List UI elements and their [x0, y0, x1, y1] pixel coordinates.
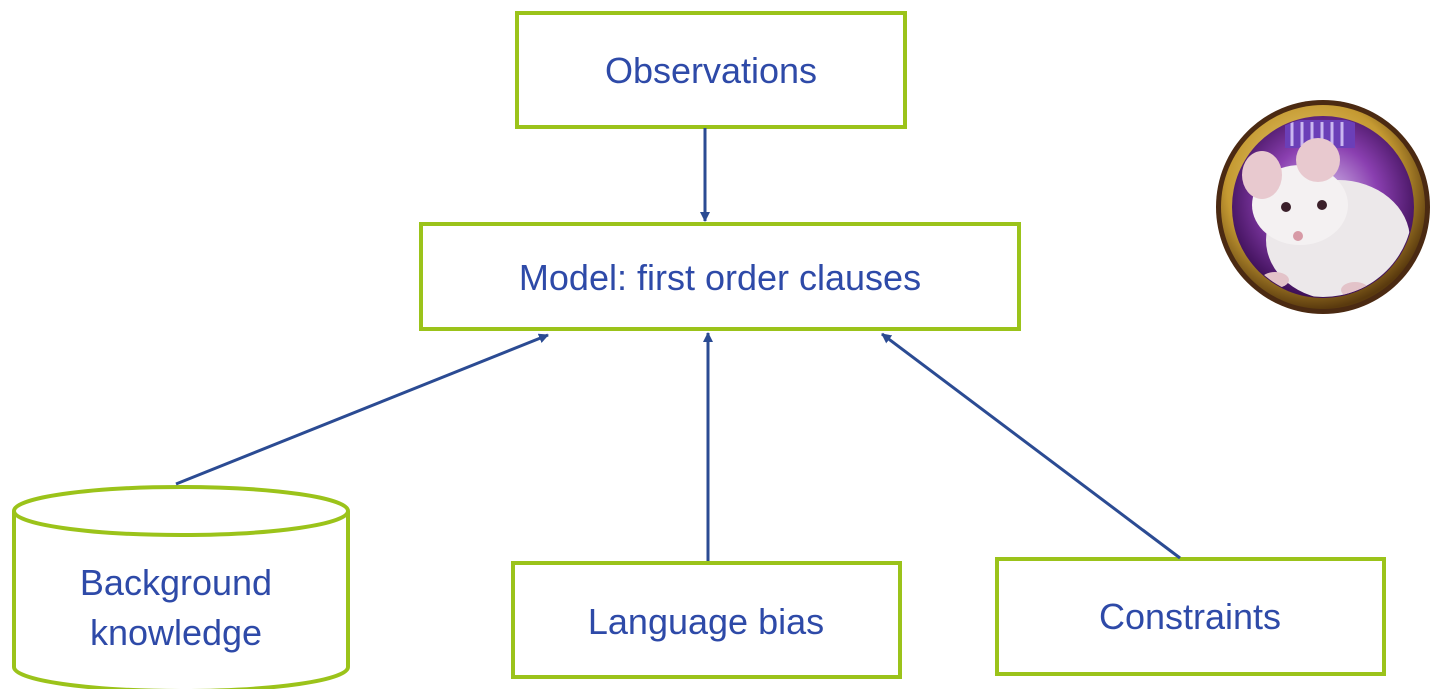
constraints-node: Constraints	[995, 557, 1386, 676]
observations-label: Observations	[605, 50, 817, 91]
arrow-constraints-to-model	[881, 332, 1181, 560]
background-knowledge-node: Background knowledge	[12, 485, 350, 689]
model-label: Model: first order clauses	[519, 257, 921, 298]
language-bias-node: Language bias	[511, 561, 902, 679]
model-node: Model: first order clauses	[419, 222, 1021, 331]
background-label-line1: Background	[80, 562, 272, 603]
constraints-label: Constraints	[1099, 596, 1281, 637]
arrow-background-to-model	[175, 333, 549, 486]
mouse-badge-image	[1216, 100, 1430, 314]
background-label-line2: knowledge	[90, 612, 262, 653]
observations-node: Observations	[515, 11, 907, 129]
language-bias-label: Language bias	[588, 601, 824, 642]
